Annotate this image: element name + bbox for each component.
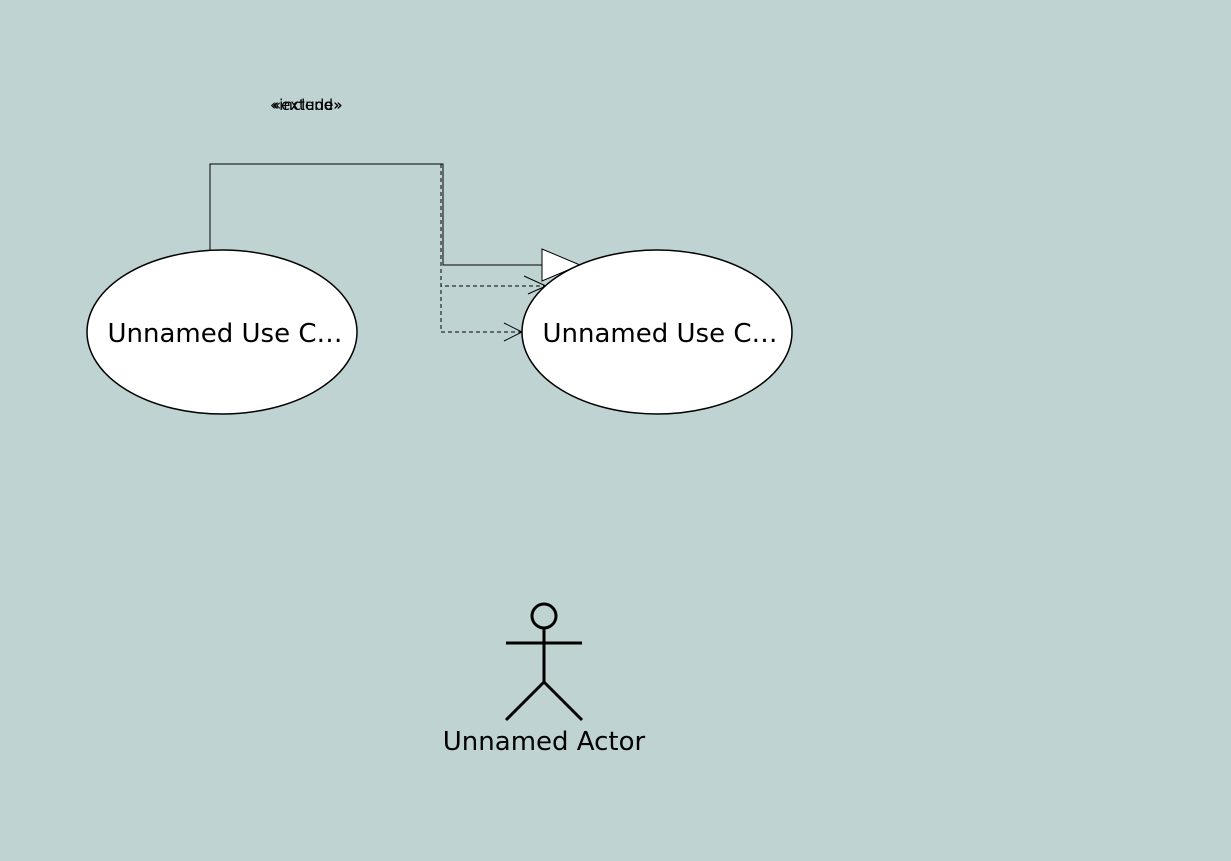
- use-case-1[interactable]: Unnamed Use C…: [86, 249, 358, 415]
- stick-figure-icon: [504, 602, 584, 722]
- include-stereotype-label[interactable]: «include»: [270, 96, 343, 114]
- use-case-1-shape: [86, 249, 358, 415]
- use-case-1-label: Unnamed Use C…: [107, 319, 342, 349]
- generalization-connector[interactable]: [209, 163, 542, 266]
- extend-stereotype-label[interactable]: «extend»: [272, 96, 342, 114]
- generalization-arrowhead: [541, 248, 582, 282]
- include-connector[interactable]: [440, 164, 522, 333]
- use-case-2-label: Unnamed Use C…: [542, 319, 777, 349]
- use-case-2-shape: [521, 249, 793, 415]
- extend-connector[interactable]: [440, 164, 546, 287]
- actor-label: Unnamed Actor: [443, 727, 646, 757]
- use-case-2[interactable]: Unnamed Use C…: [521, 249, 793, 415]
- actor[interactable]: Unnamed Actor: [443, 602, 646, 757]
